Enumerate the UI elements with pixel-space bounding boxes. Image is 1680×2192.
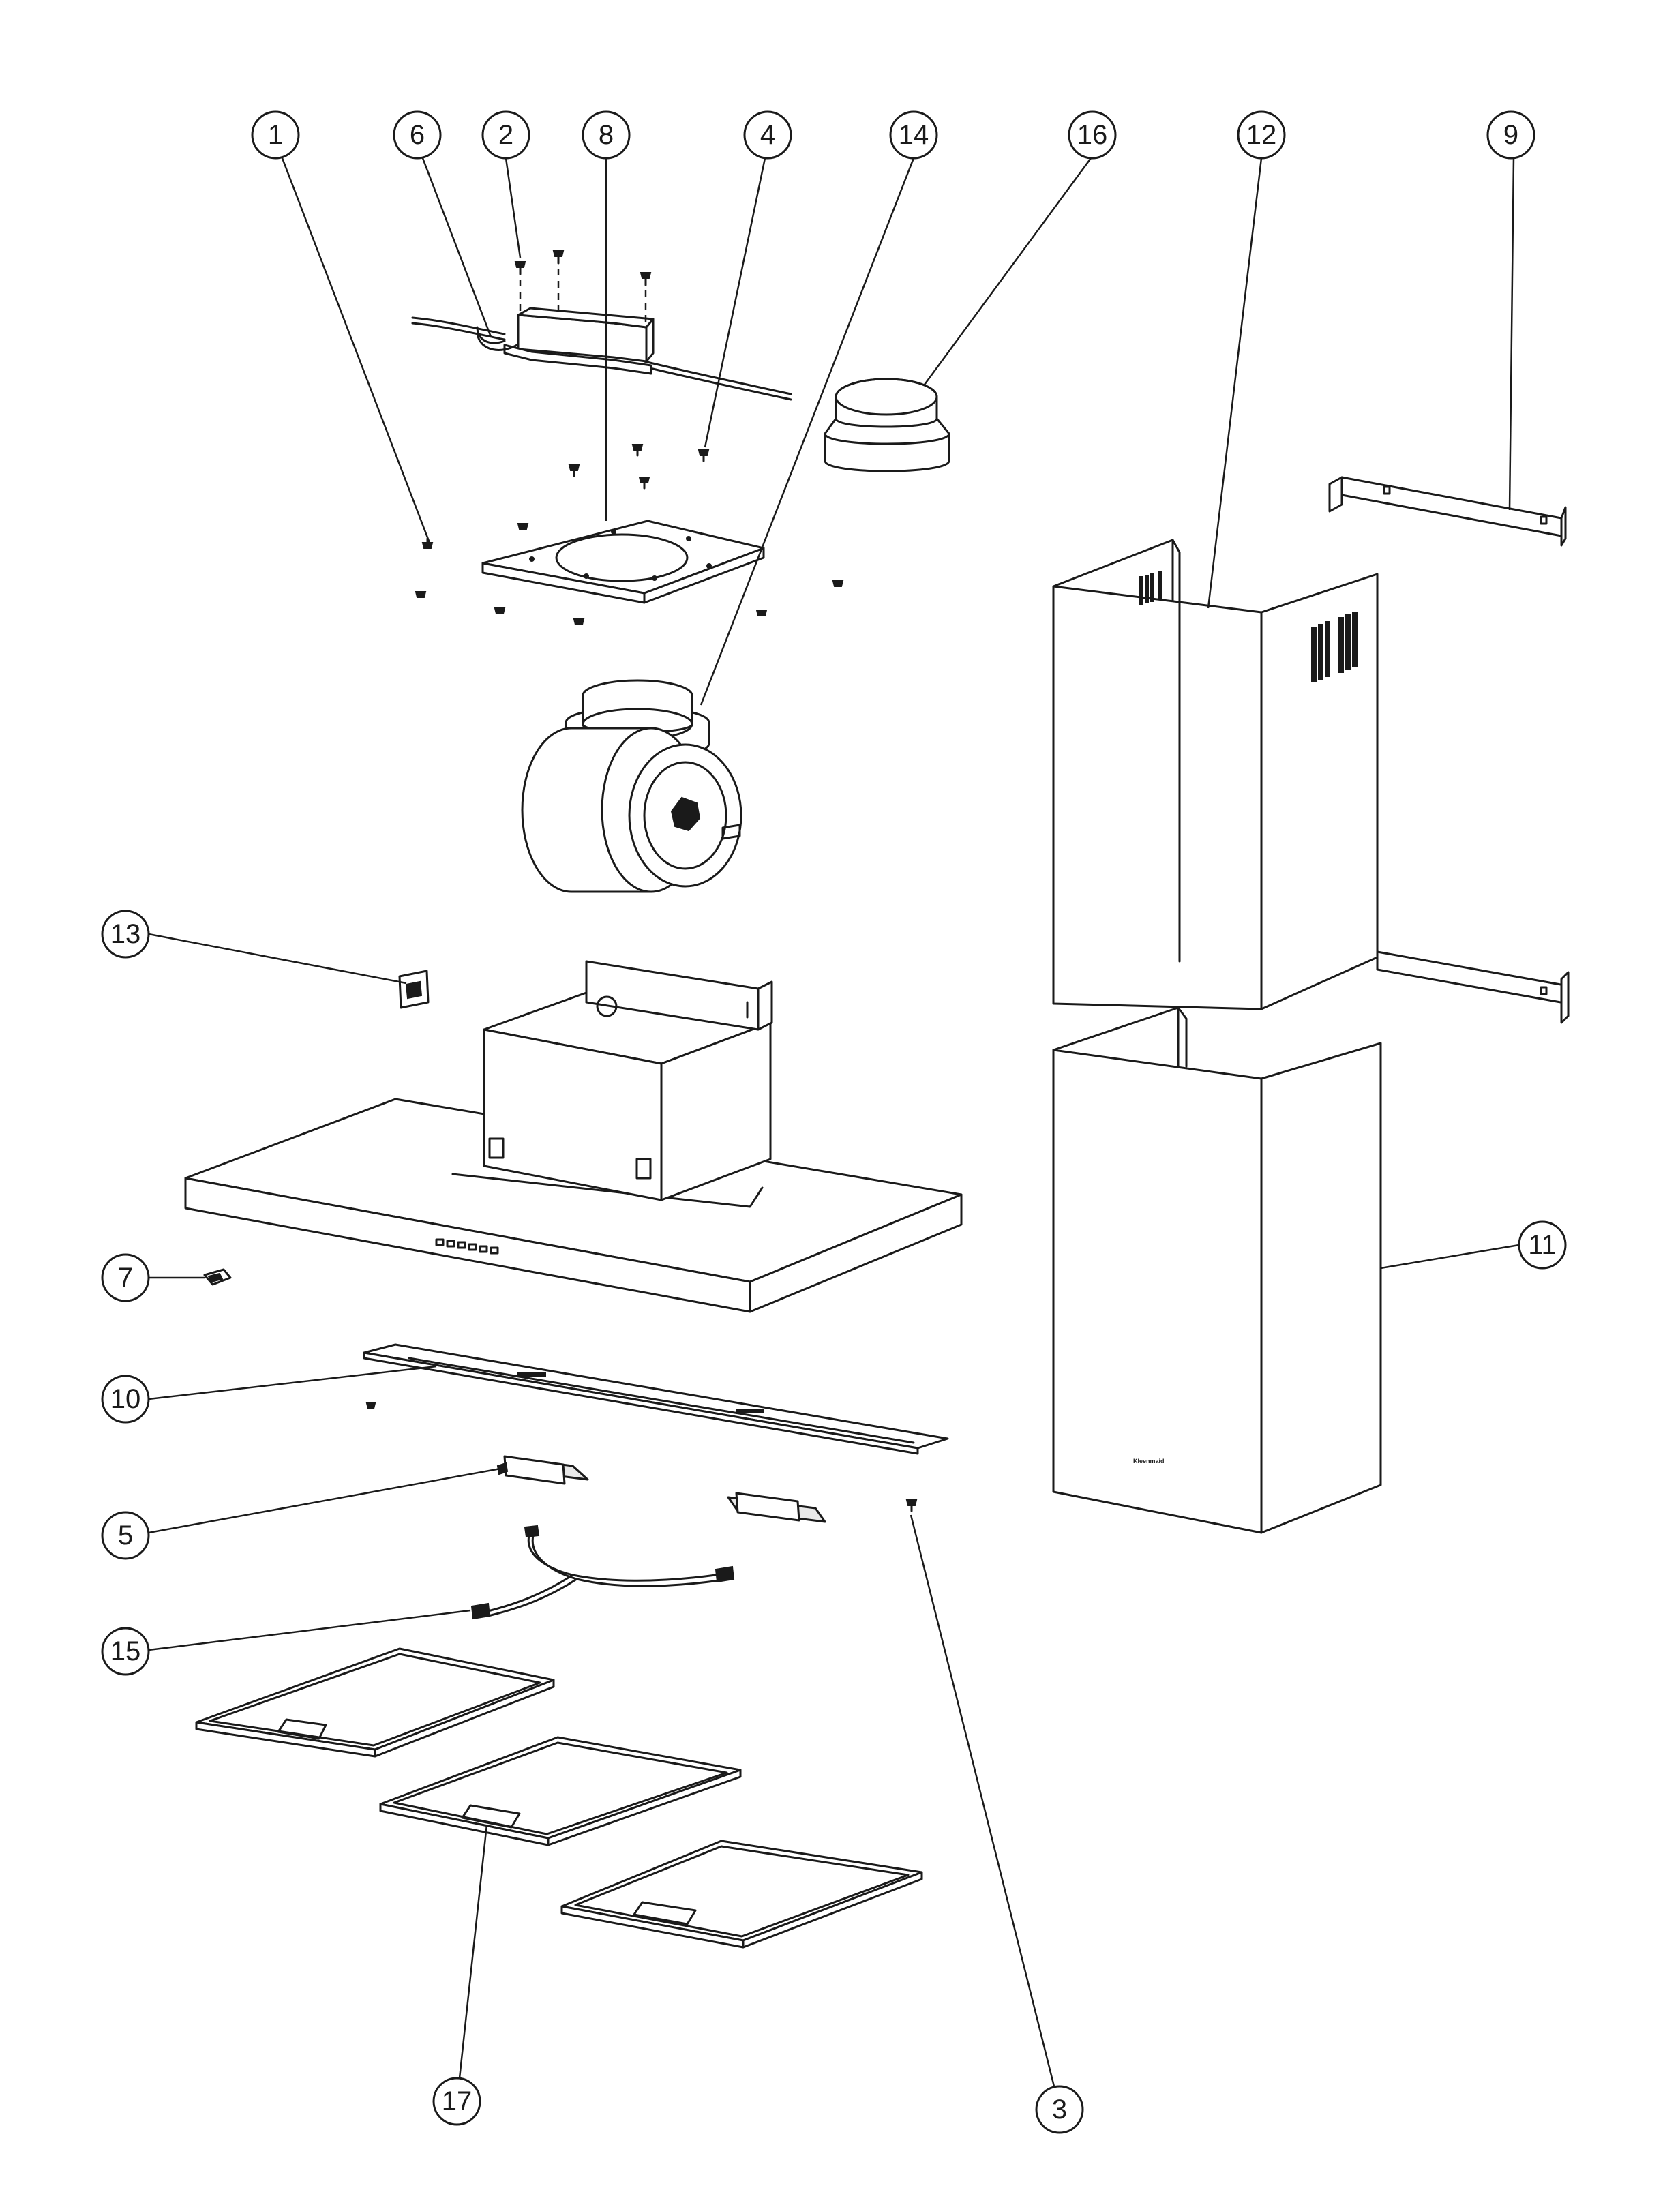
callout-label: 8 — [599, 120, 614, 150]
callout-9: 9 — [1486, 110, 1535, 160]
control-buttons — [435, 1238, 499, 1255]
grease-filter-part — [195, 1647, 923, 1949]
lower-chimney-part: Kleenmaid — [1052, 1006, 1382, 1534]
callout-15: 15 — [101, 1627, 150, 1676]
callout-3: 3 — [1035, 2085, 1084, 2134]
canopy-body-part — [184, 960, 963, 1313]
duct-adapter-part — [824, 378, 950, 472]
upper-chimney-part — [1052, 539, 1570, 1024]
callout-1: 1 — [251, 110, 300, 160]
callout-11: 11 — [1518, 1220, 1567, 1270]
mounting-plate-part — [481, 520, 765, 604]
callout-10: 10 — [101, 1375, 150, 1424]
callout-label: 5 — [118, 1520, 133, 1550]
callout-label: 14 — [899, 120, 929, 150]
light-fixture-part — [496, 1455, 826, 1523]
callout-14: 14 — [889, 110, 938, 160]
callout-label: 4 — [760, 120, 775, 150]
control-pcb-part — [398, 970, 430, 1009]
callout-label: 16 — [1077, 120, 1108, 150]
callout-label: 10 — [110, 1384, 141, 1414]
screw-part-1 — [415, 523, 844, 625]
callout-label: 15 — [110, 1636, 141, 1666]
chimney-bracket-part — [1328, 476, 1567, 547]
callout-label: 17 — [442, 2086, 472, 2116]
callout-16: 16 — [1068, 110, 1117, 160]
callout-label: 11 — [1528, 1230, 1557, 1260]
callout-4: 4 — [743, 110, 792, 160]
callout-label: 7 — [118, 1263, 133, 1293]
callout-8: 8 — [582, 110, 631, 160]
callout-5: 5 — [101, 1511, 150, 1560]
callout-label: 9 — [1503, 120, 1518, 150]
callout-label: 2 — [498, 120, 513, 150]
callout-label: 12 — [1246, 120, 1277, 150]
blower-motor-part — [521, 679, 742, 893]
switch-part — [203, 1268, 232, 1286]
callout-label: 1 — [268, 120, 283, 150]
leader-lines — [148, 157, 1520, 2087]
brand-mark: Kleenmaid — [1133, 1458, 1165, 1465]
callout-7: 7 — [101, 1253, 150, 1302]
screw-part-3 — [905, 1499, 918, 1512]
screw-part-2 — [514, 250, 652, 325]
callout-13: 13 — [101, 910, 150, 959]
transformer-part — [411, 307, 792, 401]
callout-6: 6 — [393, 110, 442, 160]
wiring-harness-part — [470, 1525, 735, 1620]
callout-2: 2 — [481, 110, 530, 160]
screw-part-4 — [568, 444, 710, 490]
callout-label: 13 — [110, 919, 141, 949]
callout-12: 12 — [1237, 110, 1286, 160]
callout-label: 6 — [410, 120, 425, 150]
callout-label: 3 — [1052, 2095, 1067, 2125]
callout-17: 17 — [432, 2077, 481, 2126]
filter-rail-part — [363, 1343, 949, 1455]
